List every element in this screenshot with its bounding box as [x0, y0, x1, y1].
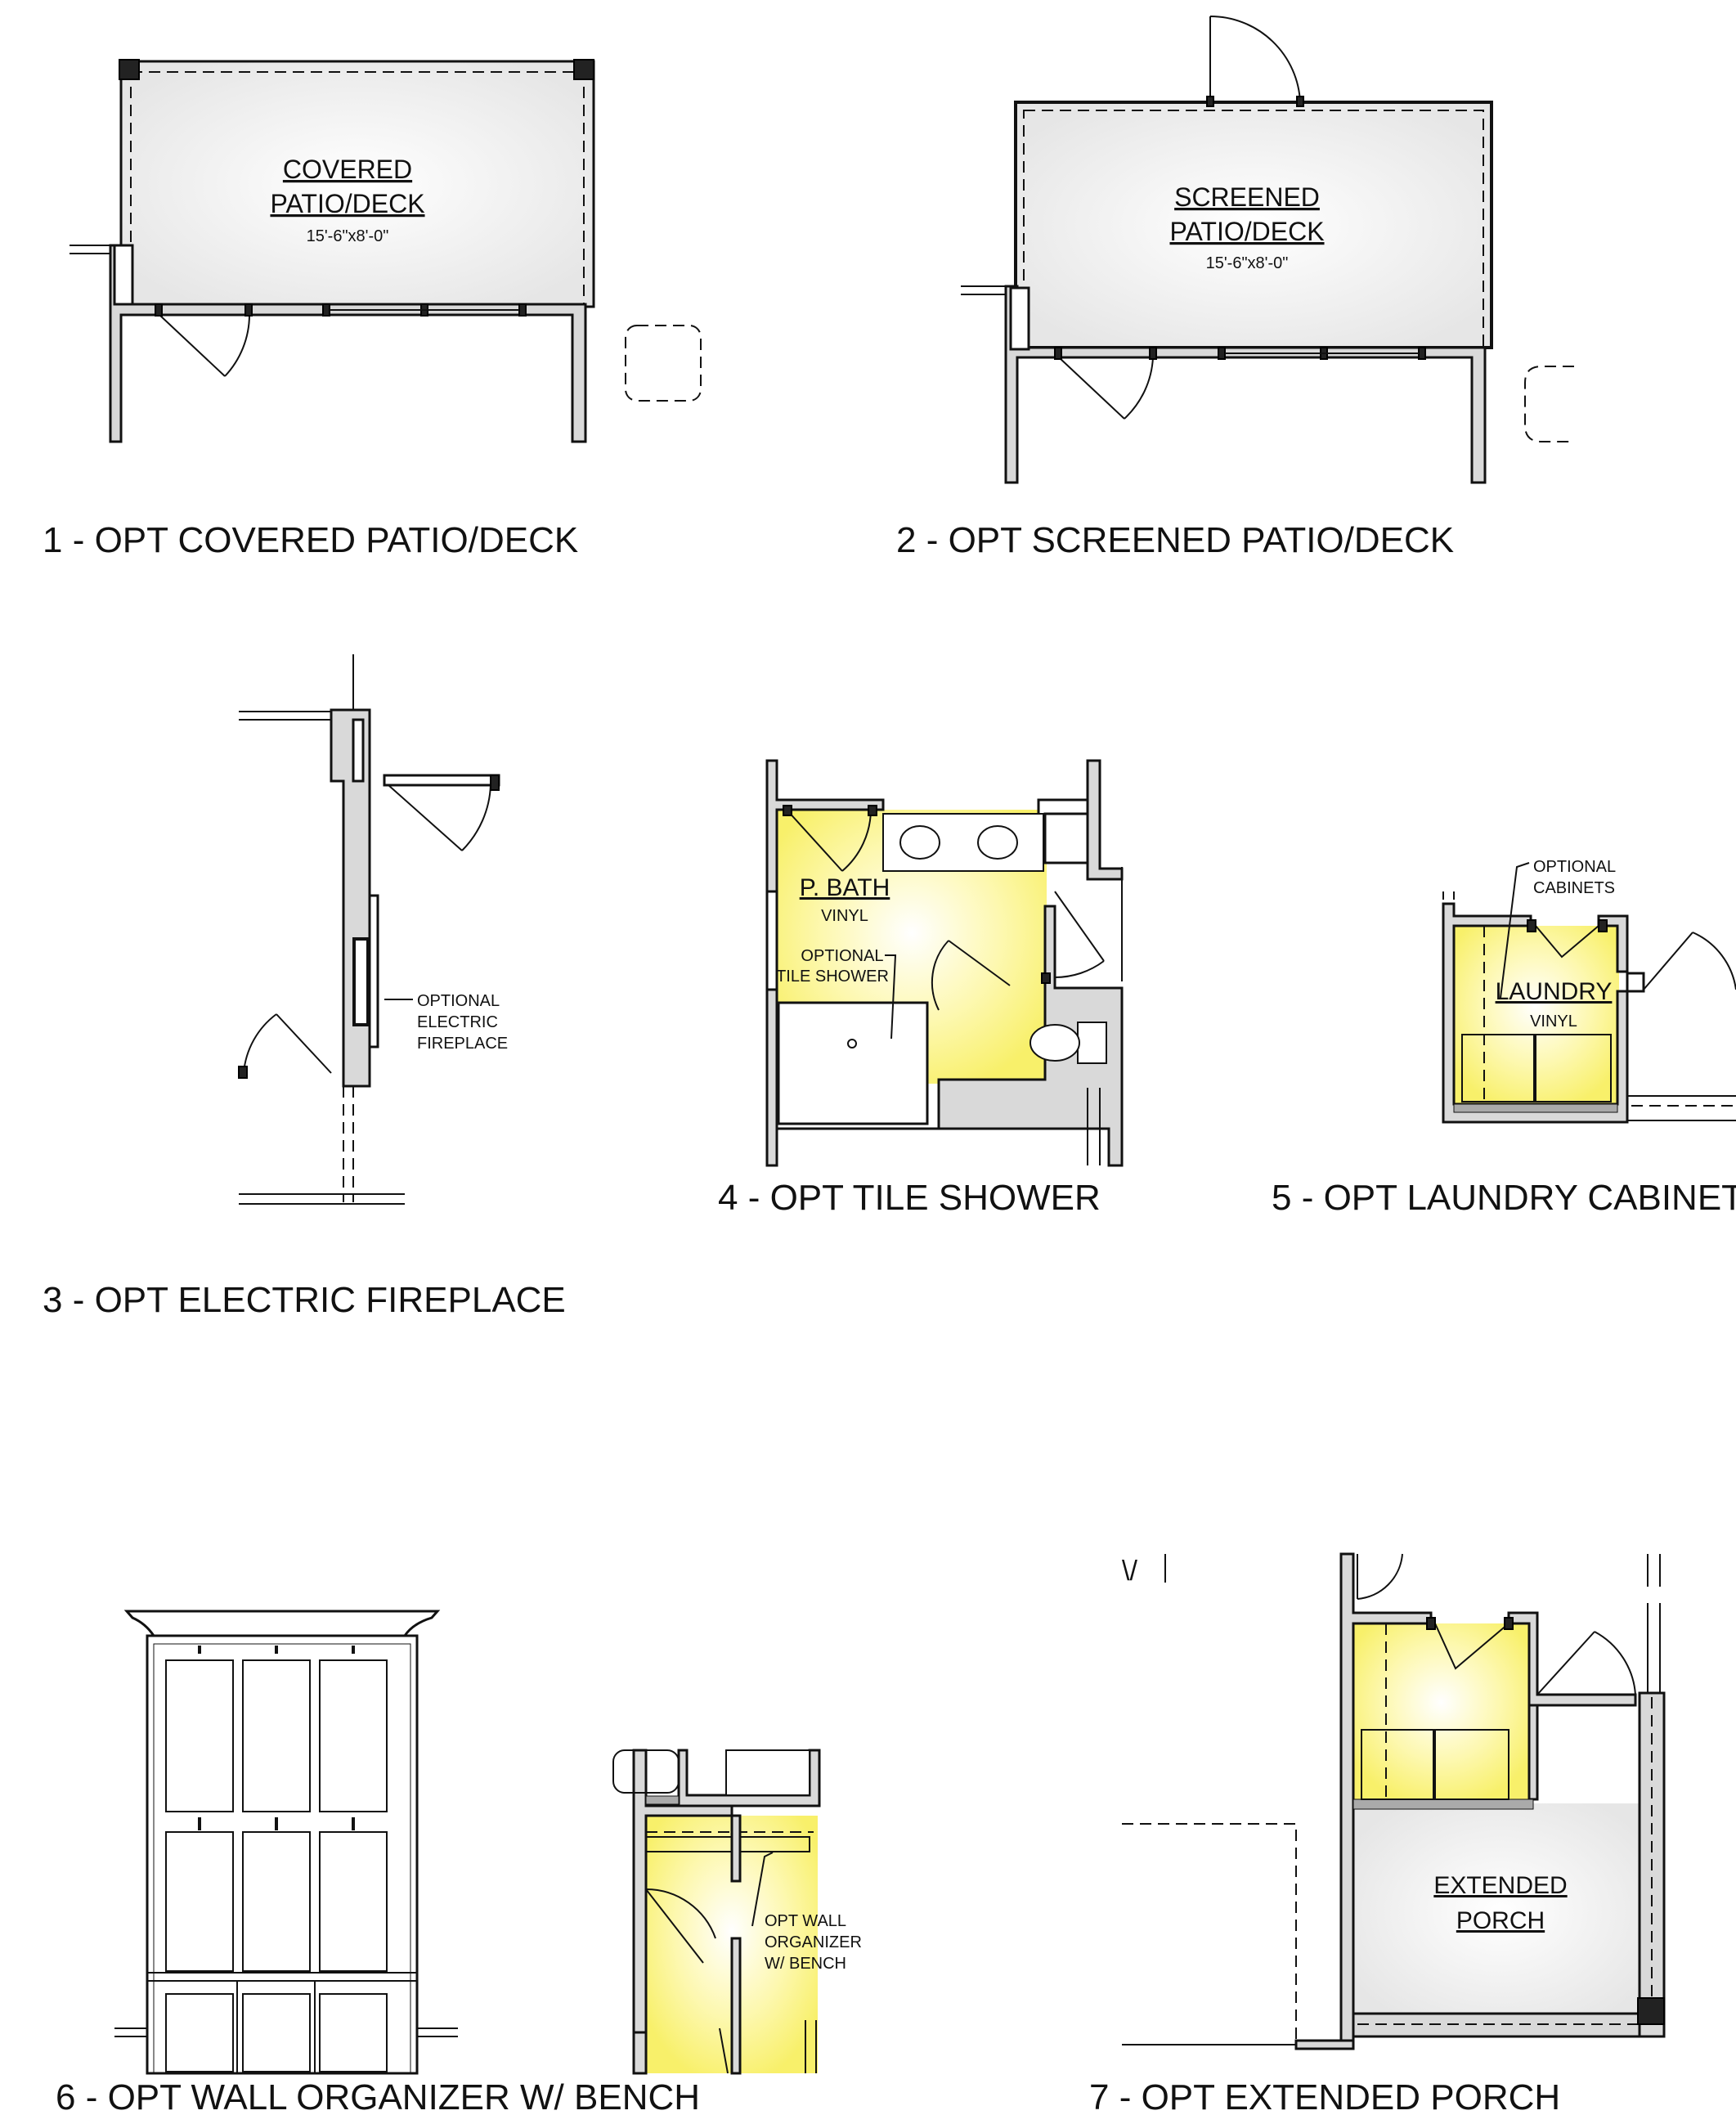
plan-5-floor: VINYL: [1530, 1013, 1577, 1031]
caption-option-2: 2 - OPT SCREENED PATIO/DECK: [896, 520, 1455, 560]
plan-1-covered-patio: COVERED PATIO/DECK 15'-6"x8'-0": [70, 59, 702, 443]
plan-5-room-name: LAUNDRY: [1496, 978, 1613, 1005]
plan-6-note-line1: OPT WALL: [765, 1912, 846, 1930]
plan-7-title-line2: PORCH: [1456, 1907, 1545, 1934]
plan-7-extended-porch: \/ EXTENDED PORCH: [1122, 1552, 1666, 2050]
plan-3-note-line1: OPTIONAL: [417, 992, 500, 1010]
plan-1-title-line1: COVERED: [283, 155, 412, 184]
caption-option-4: 4 - OPT TILE SHOWER: [718, 1178, 1101, 1218]
plan-2-dims: 15'-6"x8'-0": [1206, 254, 1289, 272]
plan-5-laundry-cabinet: OPTIONAL CABINETS LAUNDRY VINYL: [1442, 858, 1736, 1124]
svg-text:\/: \/: [1122, 1556, 1137, 1587]
plan-4-note-line2: TILE SHOWER: [776, 968, 889, 986]
plan-7-title-line1: EXTENDED: [1433, 1872, 1567, 1899]
caption-option-5: 5 - OPT LAUNDRY CABINET: [1272, 1178, 1736, 1218]
plan-3-note-line2: ELECTRIC: [417, 1013, 498, 1031]
caption-option-1: 1 - OPT COVERED PATIO/DECK: [43, 520, 579, 560]
plan-5-note-line2: CABINETS: [1533, 879, 1615, 897]
caption-option-7: 7 - OPT EXTENDED PORCH: [1089, 2077, 1561, 2117]
plan-6-note-line3: W/ BENCH: [765, 1955, 846, 1973]
plan-6-note-line2: ORGANIZER: [765, 1933, 862, 1951]
plan-4-tile-shower: P. BATH VINYL OPTIONAL TILE SHOWER: [765, 759, 1124, 1167]
plan-4-room-name: P. BATH: [800, 874, 890, 901]
plan-2-title-line1: SCREENED: [1174, 182, 1320, 212]
plan-4-note-line1: OPTIONAL: [801, 947, 883, 965]
caption-option-6: 6 - OPT WALL ORGANIZER W/ BENCH: [56, 2077, 701, 2117]
caption-option-3: 3 - OPT ELECTRIC FIREPLACE: [43, 1280, 566, 1320]
plan-3-note-line3: FIREPLACE: [417, 1035, 508, 1053]
plan-6-wall-organizer-plan: OPT WALL ORGANIZER W/ BENCH: [612, 1749, 862, 2075]
plan-1-title-line2: PATIO/DECK: [270, 189, 424, 218]
plan-2-screened-patio: SCREENED PATIO/DECK 15'-6"x8'-0": [961, 15, 1574, 484]
plan-3-electric-fireplace: OPTIONAL ELECTRIC FIREPLACE: [238, 654, 508, 1205]
plan-4-floor: VINYL: [821, 907, 868, 925]
corner-post: [119, 59, 140, 80]
plan-5-note-line1: OPTIONAL: [1533, 858, 1616, 876]
plan-1-dims: 15'-6"x8'-0": [307, 227, 389, 245]
corner-post: [573, 59, 594, 80]
plan-2-title-line2: PATIO/DECK: [1169, 217, 1324, 246]
plan-6-wall-organizer-elevation: [114, 1610, 458, 2075]
